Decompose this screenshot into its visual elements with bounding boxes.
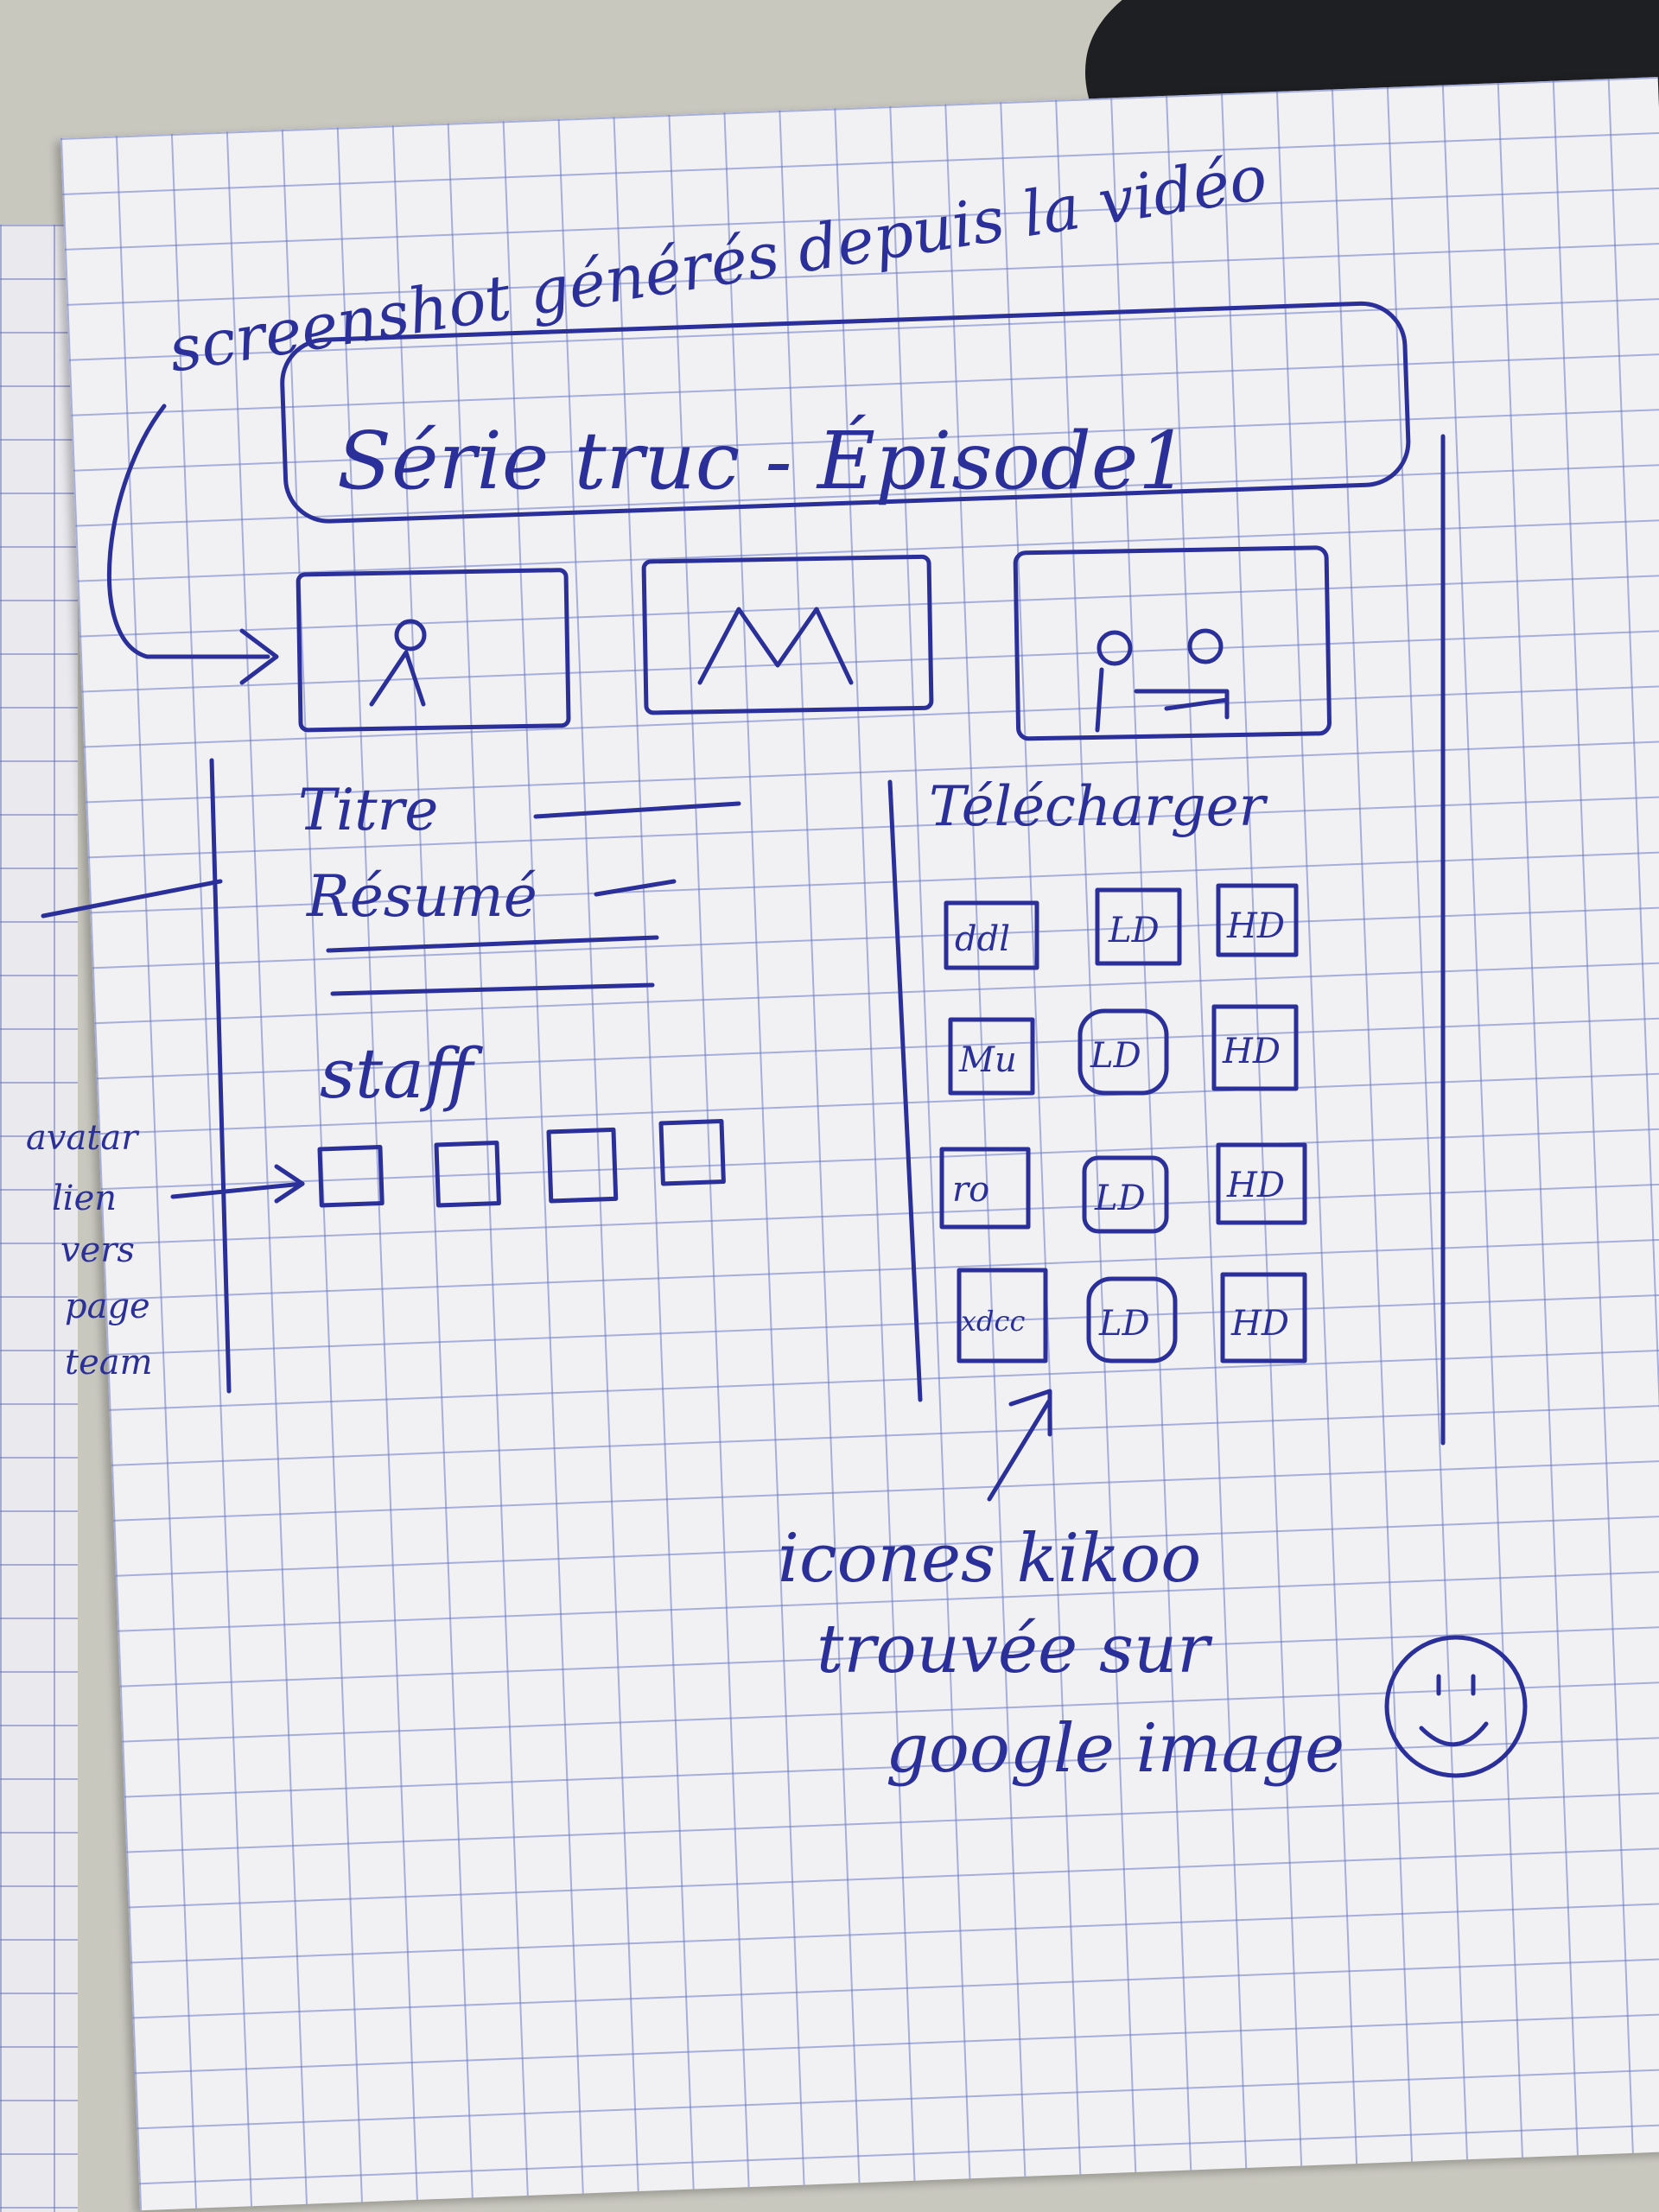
svg-text:xdcc: xdcc [961,1305,1025,1338]
titre-label: Titre [298,777,438,843]
icons-note-line-1: icones kikoo [778,1520,1201,1598]
download-label: Télécharger [929,775,1268,839]
avatar[interactable] [658,1119,726,1186]
download-button[interactable]: LD [1082,1155,1169,1234]
download-button[interactable]: HD [1216,883,1299,957]
side-note-line-1: avatar [26,1118,140,1158]
icons-note-line-2: trouvée sur [817,1611,1213,1688]
resume-line-3 [330,982,655,996]
svg-text:ro: ro [952,1170,989,1210]
episode-title: Série truc - Épisode1 [337,415,1189,507]
svg-text:Mu: Mu [958,1040,1017,1080]
smiley-face-icon [1384,1635,1528,1778]
download-grid: ddl LD HD Mu LD HD ro LD [939,883,1307,1363]
person-right-icon [1187,628,1224,664]
svg-text:LD: LD [1108,911,1160,950]
side-note-line-3: vers [60,1230,135,1270]
download-button[interactable]: LD [1086,1276,1178,1363]
resume-line-1 [594,879,677,897]
download-button[interactable]: HD [1211,1004,1299,1091]
download-button[interactable]: LD [1077,1008,1169,1096]
titre-line [533,801,741,819]
svg-text:HD: HD [1226,906,1285,946]
resume-label: Résumé [306,863,537,930]
side-note: avatar lien vers page team [26,1118,305,1382]
screenshot-3[interactable] [1013,545,1332,741]
download-button[interactable]: xdcc [957,1268,1048,1363]
download-button[interactable]: LD [1095,887,1182,966]
svg-text:LD: LD [1094,1179,1146,1218]
resume-line-2 [326,935,659,953]
screenshot-2[interactable] [641,554,934,715]
icons-note-line-3: google image [886,1710,1344,1788]
side-note-line-2: lien [52,1179,117,1218]
icons-arrow [987,1397,1052,1502]
avatar[interactable] [546,1127,619,1204]
previous-page-edge [0,225,78,2212]
person-left-icon [1096,630,1133,666]
svg-text:HD: HD [1230,1304,1289,1344]
download-button[interactable]: HD [1220,1272,1307,1363]
svg-text:HD: HD [1226,1166,1285,1205]
download-button[interactable]: Mu [948,1017,1035,1096]
staff-label: staff [320,1033,484,1114]
svg-text:HD: HD [1222,1032,1281,1071]
avatar[interactable] [434,1141,501,1208]
side-note-line-4: page [65,1287,150,1326]
side-note-arrow [170,1181,305,1199]
left-stub [41,879,223,918]
side-note-line-5: team [65,1343,153,1382]
svg-text:ddl: ddl [955,919,1010,959]
person-icon [394,619,427,652]
download-button[interactable]: ro [939,1147,1031,1230]
left-divider [209,758,232,1394]
arrow-head [239,628,279,685]
staff-avatars [317,1119,726,1208]
pointer-arrow [107,404,270,659]
avatar[interactable] [317,1145,385,1208]
title-box [280,301,1411,524]
svg-text:LD: LD [1098,1304,1150,1344]
download-divider [887,779,923,1402]
header-note: screenshot générés depuis la vidéo [164,141,1272,386]
screenshot-1[interactable] [296,568,571,733]
download-button[interactable]: ddl [944,900,1039,970]
download-button[interactable]: HD [1216,1142,1307,1225]
mountain-icon [697,607,854,685]
svg-text:LD: LD [1090,1036,1141,1076]
